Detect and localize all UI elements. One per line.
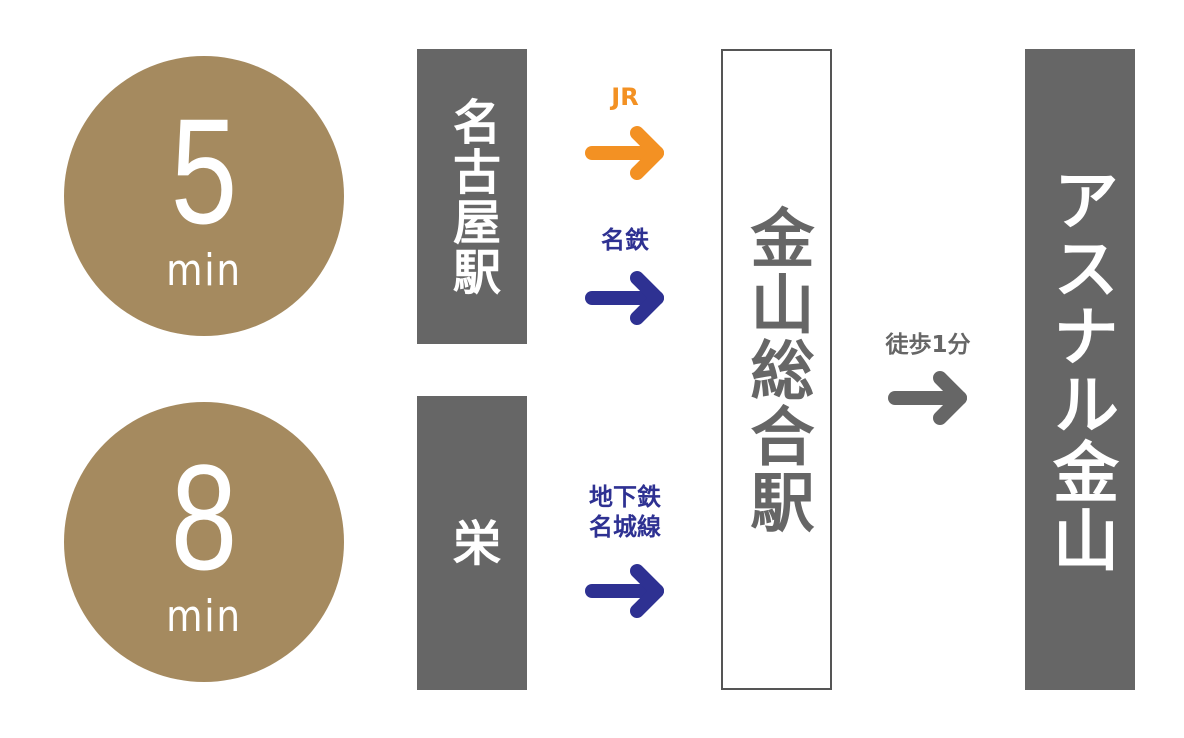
route-label-walk: 徒歩1分 [885, 332, 971, 358]
route-label-jr: JR [611, 83, 639, 111]
time-circle-8min: 8 min [64, 402, 344, 682]
arrow-right-icon [888, 371, 967, 425]
arrow-right-icon [585, 271, 664, 325]
arrow-right-icon [585, 126, 664, 180]
route-label-line: 名城線 [589, 513, 661, 541]
time-unit: min [166, 591, 242, 642]
arrow-right-icon [585, 564, 664, 618]
time-unit: min [166, 245, 242, 296]
route-label-subway: 地下鉄名城線 [560, 482, 690, 542]
route-label-line: 地下鉄 [589, 483, 661, 511]
time-value: 8 [170, 433, 238, 601]
time-value: 5 [170, 87, 238, 255]
destination-label: アスナル金山 [1042, 165, 1119, 574]
hub-kanayama-station: 金山総合駅 [721, 49, 832, 690]
origin-sakae: 栄 [417, 396, 527, 690]
origin-nagoya-station: 名古屋駅 [417, 49, 527, 344]
hub-label: 金山総合駅 [739, 204, 814, 535]
origin-label: 名古屋駅 [444, 96, 500, 297]
time-circle-5min: 5 min [64, 56, 344, 336]
origin-label: 栄 [444, 518, 500, 568]
route-label-meitetsu: 名鉄 [601, 226, 649, 254]
destination-asunal-kanayama: アスナル金山 [1025, 49, 1135, 690]
